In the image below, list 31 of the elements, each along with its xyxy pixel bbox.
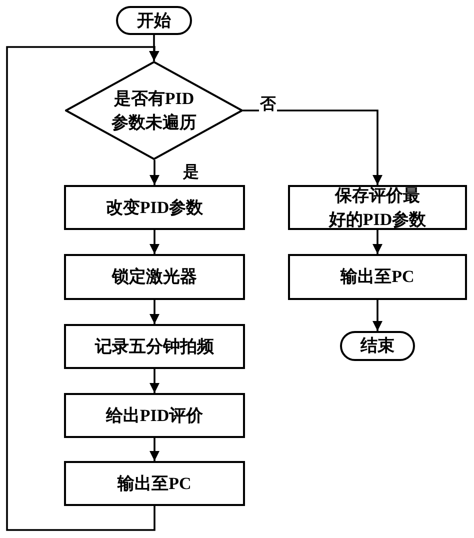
arrow	[150, 300, 160, 324]
process-box	[64, 461, 245, 506]
node-text: 改变PID参数	[106, 196, 204, 218]
terminal-box	[340, 331, 415, 361]
process-box	[64, 324, 245, 369]
node-text: 开始	[137, 10, 171, 32]
node-text: 记录五分钟拍频	[95, 336, 214, 358]
arrow	[150, 369, 160, 393]
node-text: 锁定激光器	[112, 266, 197, 288]
edge-label: 否	[259, 97, 277, 113]
process-box	[64, 254, 245, 300]
node-text: 输出至PC	[340, 266, 414, 288]
process-box	[64, 185, 245, 230]
edge-label: 是	[182, 165, 200, 181]
arrow	[150, 160, 160, 185]
node-text: 是否有PID参数未遍历	[110, 88, 198, 134]
node-text: 结束	[360, 335, 394, 357]
arrow	[243, 110, 382, 185]
node-text: 保存评价最好的PID参数	[328, 184, 428, 230]
arrow	[372, 230, 382, 254]
node-text: 给出PID评价	[106, 404, 204, 426]
decision-diamond	[65, 61, 243, 160]
arrow	[150, 438, 160, 461]
process-box	[288, 185, 467, 230]
terminal-box	[116, 6, 192, 35]
node-text: 输出至PC	[118, 472, 192, 494]
process-box	[288, 254, 467, 300]
process-box	[64, 393, 245, 438]
arrow	[6, 46, 160, 531]
arrow	[150, 230, 160, 254]
arrow	[372, 300, 382, 331]
